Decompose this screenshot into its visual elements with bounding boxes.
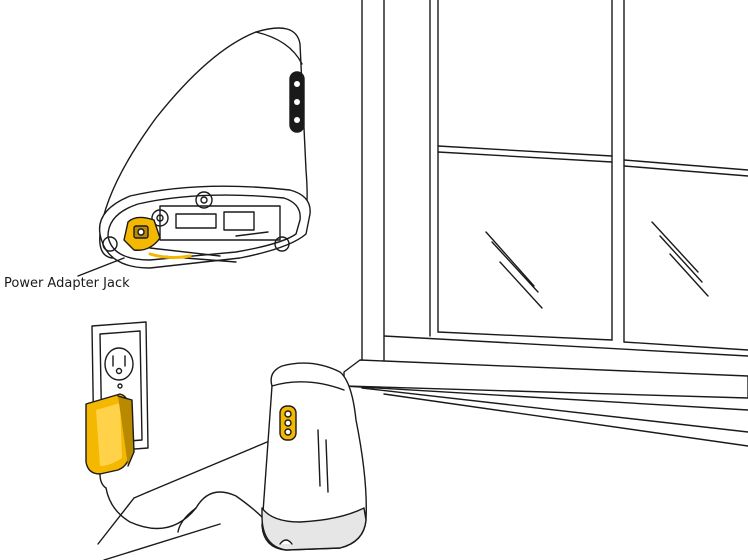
power-cable bbox=[106, 488, 288, 544]
power-adapter-jack-label: Power Adapter Jack bbox=[4, 276, 130, 291]
power-adapter bbox=[86, 394, 134, 488]
window-sill bbox=[344, 360, 748, 446]
device-front bbox=[262, 363, 366, 550]
window bbox=[362, 0, 748, 368]
device-bottom-view bbox=[78, 28, 310, 276]
